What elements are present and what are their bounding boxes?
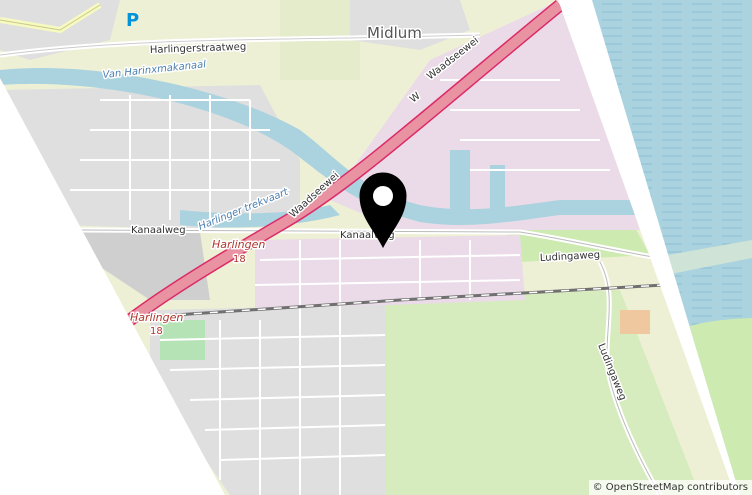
label-route-18-lower: 18 bbox=[150, 326, 163, 337]
residential-west bbox=[0, 85, 300, 230]
label-route-18-upper: 18 bbox=[233, 254, 246, 265]
label-midlum: Midlum bbox=[367, 24, 422, 42]
motorway-waadseewei bbox=[127, 1, 564, 325]
canal bbox=[0, 68, 640, 225]
label-kanaalweg-west: Kanaalweg bbox=[131, 225, 186, 236]
meadow-area bbox=[380, 290, 700, 495]
location-pin-icon[interactable] bbox=[359, 172, 407, 249]
label-harlingerstraatweg: Harlingerstraatweg bbox=[150, 42, 247, 56]
label-harlingen-lower: Harlingen bbox=[130, 311, 183, 324]
railway bbox=[129, 278, 735, 320]
residential-south bbox=[150, 305, 385, 495]
parking-icon: P bbox=[126, 10, 139, 31]
label-ludingaweg-upper: Ludingaweg bbox=[540, 250, 601, 264]
residential-central bbox=[255, 235, 525, 310]
label-harlingen-upper: Harlingen bbox=[212, 238, 265, 251]
street-grid bbox=[70, 79, 610, 495]
industrial-area bbox=[330, 0, 640, 230]
map-attribution: © OpenStreetMap contributors bbox=[588, 480, 752, 495]
svg-text:P: P bbox=[126, 10, 139, 31]
